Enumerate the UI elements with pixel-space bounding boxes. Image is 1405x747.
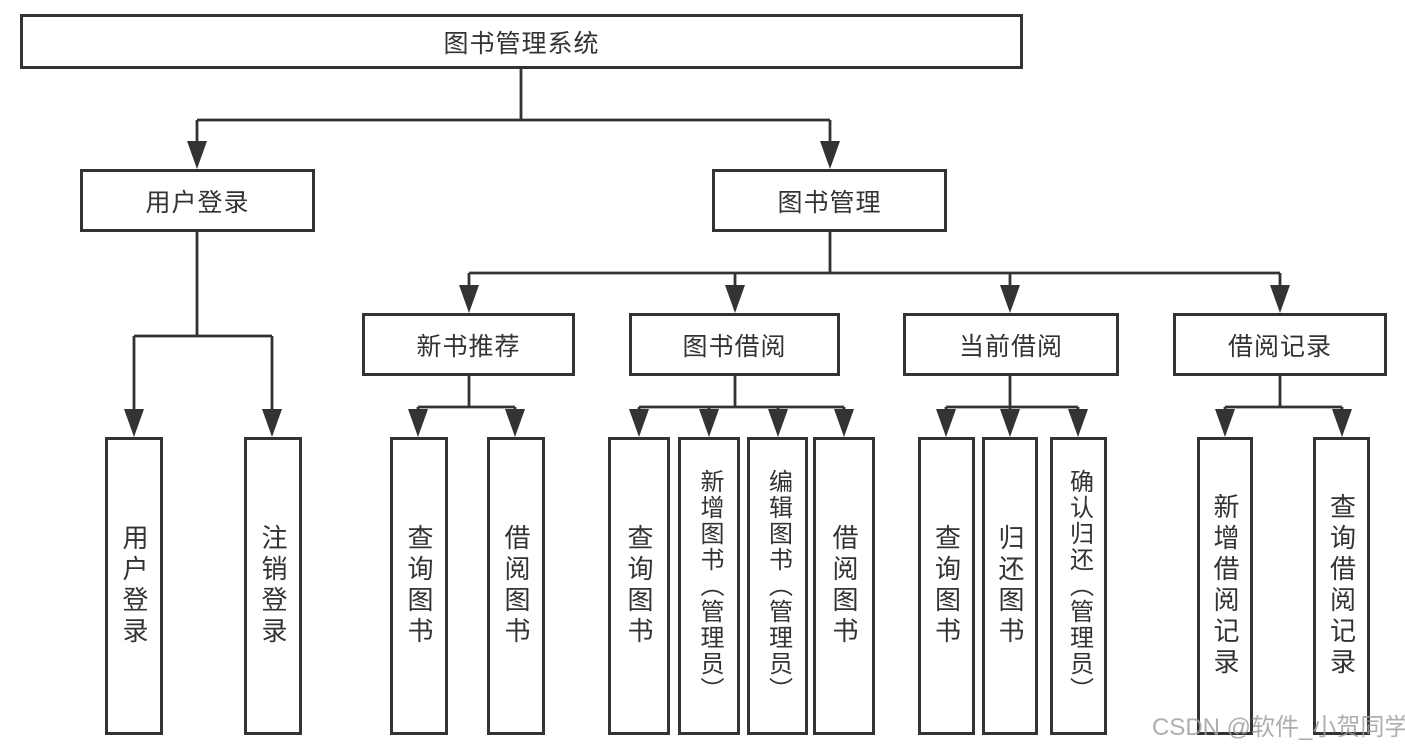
arrow-down-icon <box>124 409 144 437</box>
leaf-user-login: 用户登录 <box>105 437 163 735</box>
leaf-edit-book-admin-label: 编辑图书（管理员） <box>764 469 792 703</box>
edge-book-borrowing-split <box>637 376 846 414</box>
leaf-add-book-admin: 新增图书（管理员） <box>678 437 740 735</box>
leaf-query-books-current-label: 查询图书 <box>931 524 962 648</box>
arrow-down-icon <box>1332 409 1352 437</box>
node-book-management: 图书管理 <box>712 169 947 232</box>
arrow-down-icon <box>459 285 479 313</box>
leaf-query-books-borrowing-label: 查询图书 <box>624 524 654 648</box>
leaf-add-borrow-record-label: 新增借阅记录 <box>1210 493 1240 679</box>
leaf-query-books-current: 查询图书 <box>918 437 975 735</box>
arrowheads <box>124 141 1352 437</box>
leaf-query-borrow-record: 查询借阅记录 <box>1313 437 1370 735</box>
arrow-down-icon <box>1000 285 1020 313</box>
arrow-down-icon <box>408 409 428 437</box>
arrow-down-icon <box>936 409 956 437</box>
arrow-down-icon <box>725 285 745 313</box>
node-new-book-recommendation: 新书推荐 <box>362 313 575 376</box>
node-new-book-recommendation-label: 新书推荐 <box>416 332 521 361</box>
leaf-return-books: 归还图书 <box>982 437 1038 735</box>
arrow-down-icon <box>699 409 719 437</box>
edge-root-split <box>195 69 832 146</box>
leaf-borrow-books-borrowing-label: 借阅图书 <box>829 524 859 648</box>
arrow-down-icon <box>1270 285 1290 313</box>
edge-current-borrowing-split <box>944 376 1080 414</box>
arrow-down-icon <box>262 409 282 437</box>
leaf-query-books-borrowing: 查询图书 <box>608 437 670 735</box>
arrow-down-icon <box>505 409 525 437</box>
node-borrowing-records-label: 借阅记录 <box>1227 332 1332 361</box>
edge-book-management-split <box>467 232 1282 290</box>
watermark: CSDN @软件_小贺同学 <box>1152 714 1405 741</box>
node-user-login: 用户登录 <box>80 169 315 232</box>
leaf-confirm-return-admin: 确认归还（管理员） <box>1050 437 1107 735</box>
leaf-add-book-admin-label: 新增图书（管理员） <box>696 469 723 703</box>
arrow-down-icon <box>768 409 788 437</box>
leaf-borrow-books-borrowing: 借阅图书 <box>813 437 875 735</box>
leaf-borrow-books-recommend: 借阅图书 <box>487 437 545 735</box>
arrow-down-icon <box>820 141 840 169</box>
leaf-user-login-label: 用户登录 <box>119 524 149 648</box>
node-book-borrowing-label: 图书借阅 <box>682 332 787 361</box>
edge-new-book-split <box>416 376 517 414</box>
leaf-return-books-label: 归还图书 <box>995 524 1025 648</box>
leaf-logout-label: 注销登录 <box>258 524 288 648</box>
node-root-label: 图书管理系统 <box>443 29 600 58</box>
leaf-query-borrow-record-label: 查询借阅记录 <box>1326 493 1357 679</box>
node-current-borrowing-label: 当前借阅 <box>958 332 1063 361</box>
node-borrowing-records: 借阅记录 <box>1173 313 1387 376</box>
node-book-borrowing: 图书借阅 <box>629 313 840 376</box>
leaf-confirm-return-admin-label: 确认归还（管理员） <box>1065 469 1093 703</box>
leaf-query-books-recommend: 查询图书 <box>390 437 448 735</box>
node-book-management-label: 图书管理 <box>777 188 882 217</box>
arrow-down-icon <box>629 409 649 437</box>
arrow-down-icon <box>1068 409 1088 437</box>
arrow-down-icon <box>834 409 854 437</box>
arrow-down-icon <box>1000 409 1020 437</box>
leaf-add-borrow-record: 新增借阅记录 <box>1197 437 1253 735</box>
edge-user-login-split <box>132 232 274 414</box>
tree-edges <box>132 69 1344 414</box>
leaf-logout: 注销登录 <box>244 437 302 735</box>
leaf-borrow-books-recommend-label: 借阅图书 <box>501 524 531 648</box>
leaf-query-books-recommend-label: 查询图书 <box>404 524 434 648</box>
leaf-edit-book-admin: 编辑图书（管理员） <box>747 437 808 735</box>
node-user-login-label: 用户登录 <box>145 188 250 217</box>
node-root: 图书管理系统 <box>20 14 1023 69</box>
edge-borrow-records-split <box>1223 376 1344 414</box>
arrow-down-icon <box>187 141 207 169</box>
arrow-down-icon <box>1215 409 1235 437</box>
node-current-borrowing: 当前借阅 <box>903 313 1119 376</box>
